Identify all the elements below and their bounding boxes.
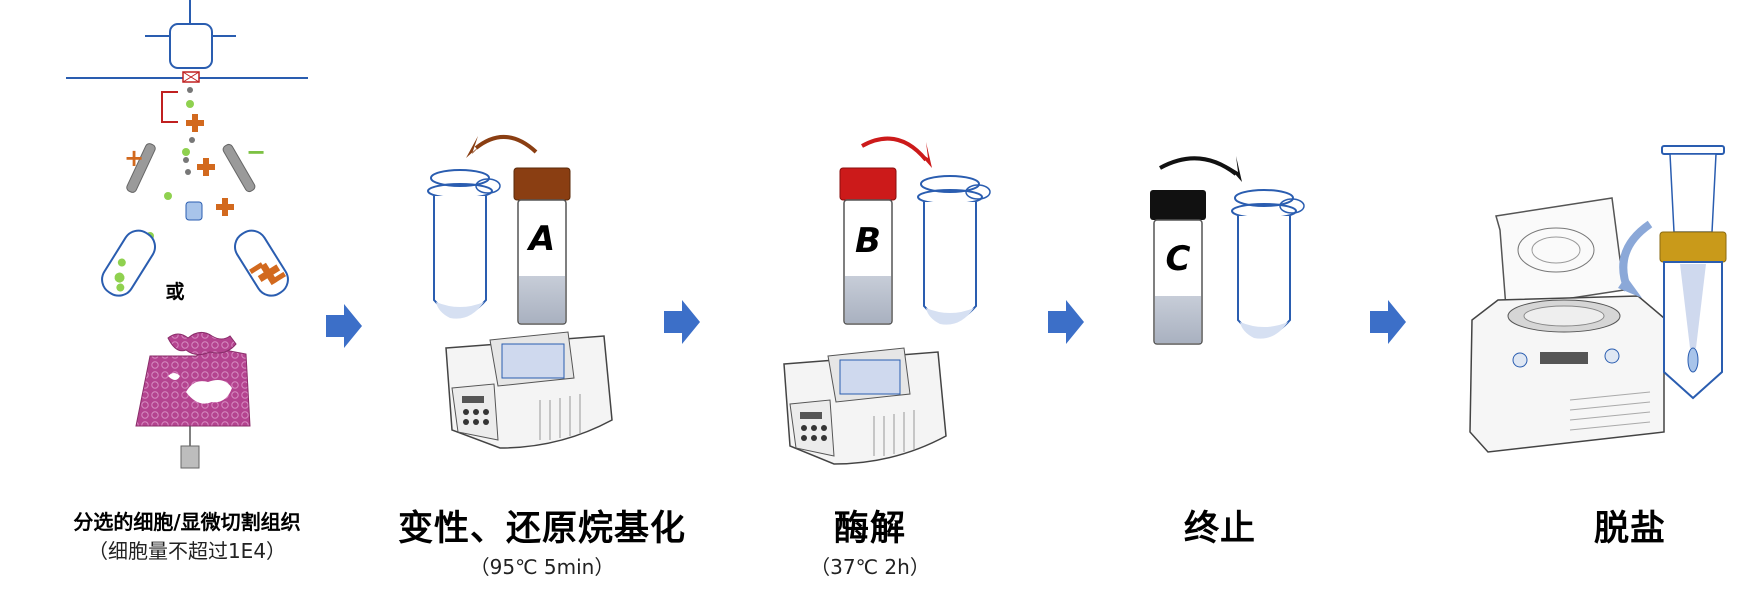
step-2-subtitle: （95℃ 5min） (469, 555, 615, 579)
step-1-subtitle: （细胞量不超过1E4） (87, 539, 287, 563)
digestion-illustration (783, 136, 991, 465)
step-3-caption: 酶解 （37℃ 2h） (760, 500, 980, 580)
quench-illustration (1150, 156, 1305, 345)
step-1-title: 分选的细胞/显微切割组织 (73, 510, 301, 534)
step-3-title: 酶解 (833, 509, 906, 549)
step-4-caption: 终止 (1130, 500, 1310, 551)
reagent-a-label: A (526, 219, 555, 259)
step-4-title: 终止 (1183, 509, 1256, 549)
reagent-b-label: B (855, 221, 881, 261)
step-5-caption: 脱盐 (1540, 500, 1720, 551)
step-5-title: 脱盐 (1593, 509, 1666, 549)
arrow-icon (1048, 300, 1084, 344)
plus-sign: + (124, 144, 144, 172)
step-2-title: 变性、还原烷基化 (397, 509, 686, 549)
or-label: 或 (165, 280, 184, 303)
desalting-illustration (1469, 145, 1727, 453)
reagent-c-label: C (1166, 239, 1191, 279)
step-arrows (326, 300, 1406, 348)
arrow-icon (664, 300, 700, 344)
step-1-caption: 分选的细胞/显微切割组织 （细胞量不超过1E4） (22, 506, 352, 564)
step-3-subtitle: （37℃ 2h） (810, 555, 930, 579)
flow-sorter-illustration: + − (66, 0, 308, 297)
step-2-caption: 变性、还原烷基化 （95℃ 5min） (372, 500, 712, 580)
arrow-icon (326, 304, 362, 348)
tissue-section-illustration (135, 332, 251, 469)
denaturation-illustration (427, 134, 613, 449)
arrow-icon (1370, 300, 1406, 344)
minus-sign: − (246, 138, 266, 166)
